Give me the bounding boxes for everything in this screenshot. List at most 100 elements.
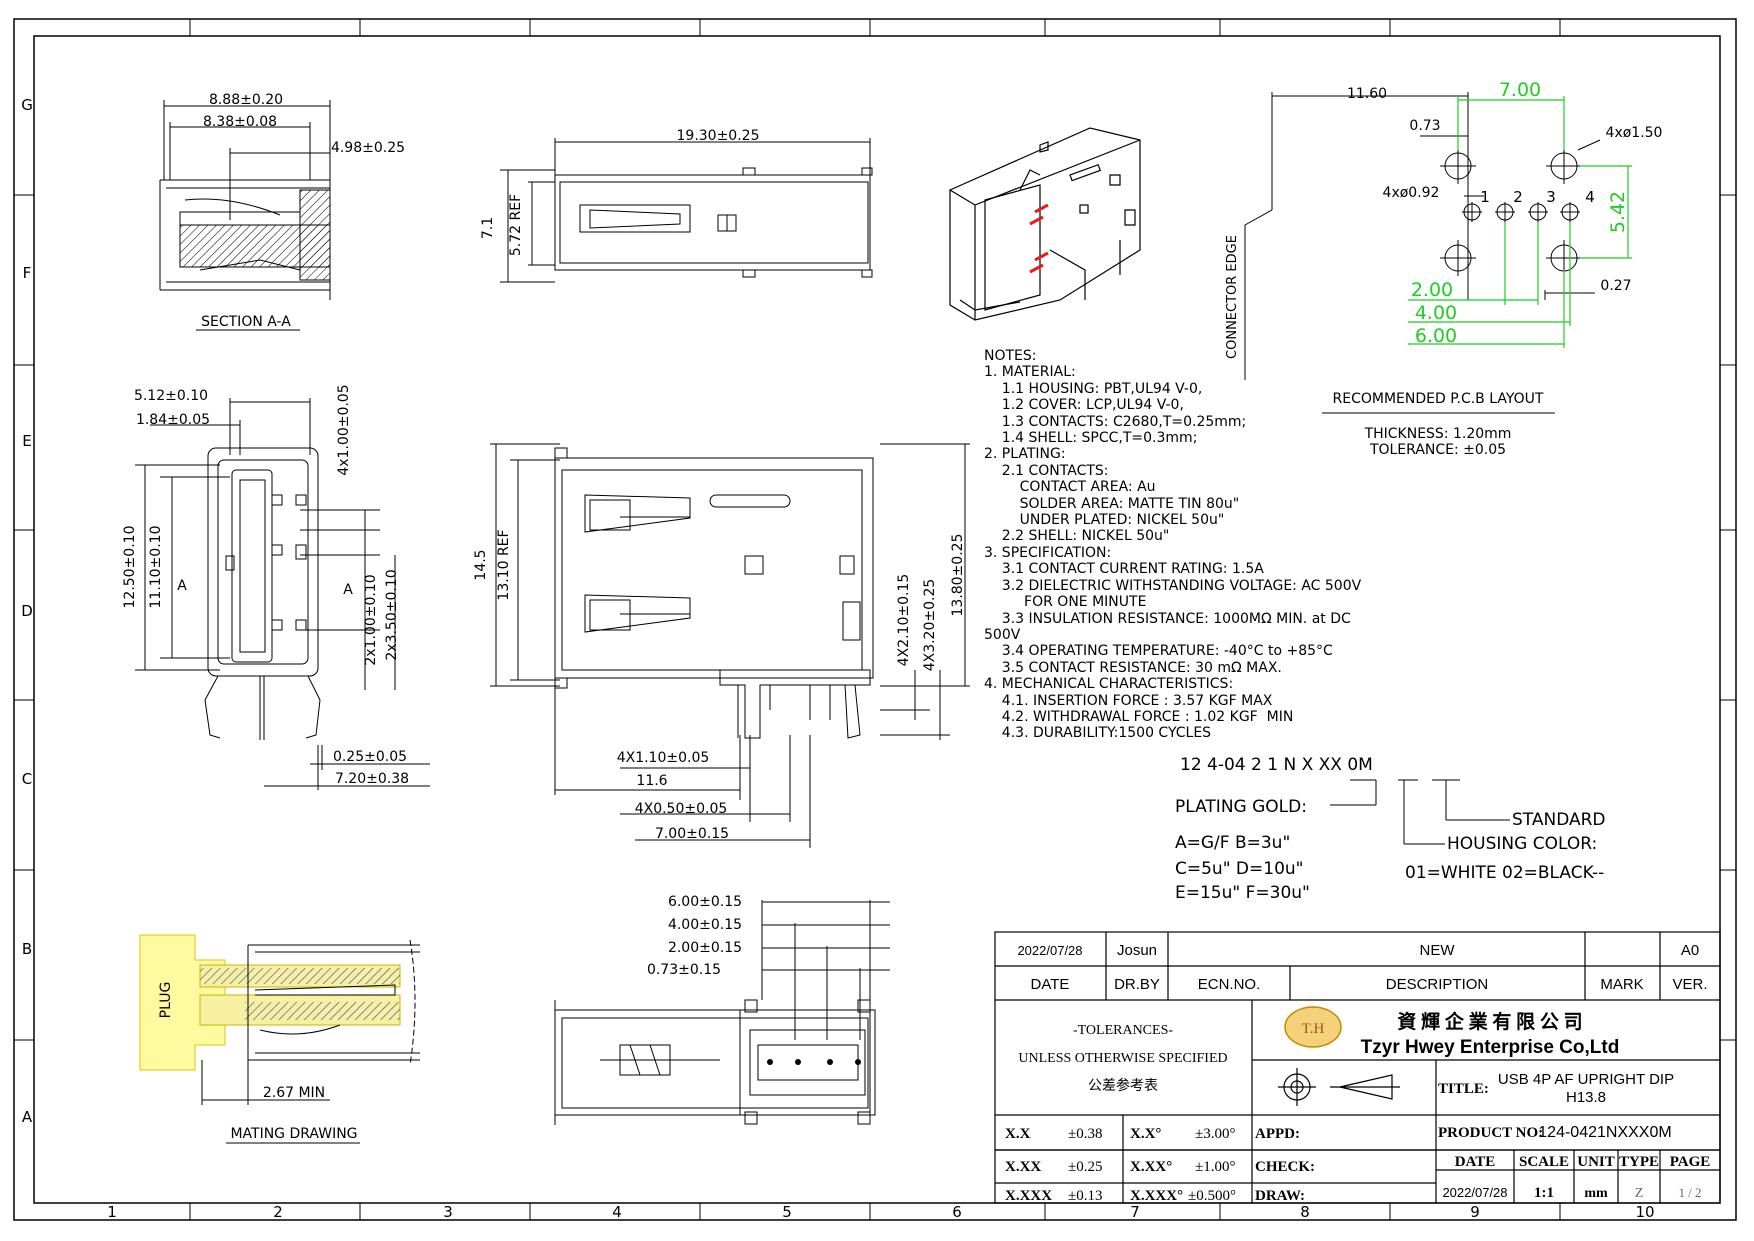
front-dim-2x100: 2x1.00±0.10 — [363, 574, 379, 665]
grid-col-label: 4 — [612, 1203, 622, 1221]
note-line: 3.4 OPERATING TEMPERATURE: -40°C to +85°… — [984, 643, 1333, 660]
pcb-dim-400: 4.00 — [1415, 302, 1457, 324]
standard-label: STANDARD — [1512, 810, 1606, 830]
pcb-dim-200: 2.00 — [1411, 279, 1453, 301]
pcb-dim-073: 0.73 — [1409, 118, 1440, 134]
tol-r1-a: X.X — [1005, 1126, 1031, 1142]
isometric-view — [949, 127, 1141, 321]
pcb-dim-027: 0.27 — [1600, 278, 1631, 294]
tb-h-desc: DESCRIPTION — [1386, 976, 1489, 993]
grid-col-label: 3 — [443, 1203, 453, 1221]
tol-r3-a: X.XXX — [1005, 1188, 1052, 1204]
note-line: 2. PLATING: — [984, 446, 1066, 463]
note-line: 4.3. DURABILITY:1500 CYCLES — [984, 725, 1212, 742]
pcb-tolerance: TOLERANCE: ±0.05 — [1369, 442, 1506, 458]
tol-r3-d: ±0.500° — [1188, 1188, 1236, 1204]
side-w-700: 7.00±0.15 — [655, 826, 729, 842]
tb-ver-value: A0 — [1681, 942, 1699, 959]
tb-v-unit: mm — [1584, 1186, 1608, 1201]
tol-r2-a: X.XX — [1005, 1159, 1041, 1175]
pcb-hole-small: 4xø0.92 — [1383, 185, 1440, 201]
note-line: CONTACT AREA: Au — [984, 479, 1156, 496]
note-line: 1.4 SHELL: SPCC,T=0.3mm; — [984, 430, 1198, 447]
pcb-dim-1160: 11.60 — [1347, 86, 1387, 102]
tb-tol-1: -TOLERANCES- — [1073, 1023, 1173, 1038]
tb-h-drby: DR.BY — [1114, 976, 1160, 993]
housing-color-label: HOUSING COLOR: — [1447, 834, 1597, 854]
side-h-145: 14.5 — [473, 549, 489, 580]
note-line: 3. SPECIFICATION: — [984, 544, 1112, 561]
bottom-dim-600: 6.00±0.15 — [668, 894, 742, 910]
grid-col-label: 7 — [1130, 1203, 1140, 1221]
logo-text: T.H — [1302, 1021, 1325, 1037]
section-marker-left: A — [177, 578, 187, 594]
tol-r2-d: ±1.00° — [1195, 1159, 1235, 1175]
front-dim-025: 0.25±0.05 — [333, 749, 407, 765]
pcb-dim-542: 5.42 — [1607, 191, 1629, 233]
tb-h-ecn: ECN.NO. — [1198, 976, 1261, 993]
mating-label: MATING DRAWING — [230, 1126, 357, 1142]
section-aa-view — [159, 100, 331, 300]
tb-check: CHECK: — [1255, 1159, 1315, 1175]
note-line: 4. MECHANICAL CHARACTERISTICS: — [984, 676, 1234, 693]
tb-title-label: TITLE: — [1438, 1081, 1489, 1097]
projection-symbol — [1278, 1068, 1400, 1106]
note-line: NOTES: — [984, 348, 1037, 364]
tol-r1-d: ±3.00° — [1195, 1126, 1235, 1142]
note-line: 4.1. INSERTION FORCE : 3.57 KGF MAX — [984, 692, 1273, 709]
grid-row-label: F — [23, 264, 32, 282]
pin-3: 3 — [1546, 188, 1556, 206]
front-dim-1110: 11.10±0.10 — [148, 526, 164, 609]
bottom-dim-200: 2.00±0.15 — [668, 940, 742, 956]
tb-date: 2022/07/28 — [1017, 943, 1082, 958]
grid-row-label: A — [22, 1108, 33, 1126]
tol-r2-b: ±0.25 — [1068, 1159, 1102, 1175]
pcb-hole-big: 4xø1.50 — [1606, 125, 1663, 141]
note-line: 1.2 COVER: LCP,UL94 V-0, — [984, 397, 1184, 414]
side-view — [490, 443, 970, 848]
pin-4: 4 — [1585, 188, 1595, 206]
tb-tol-2: UNLESS OTHERWISE SPECIFIED — [1018, 1051, 1227, 1066]
tb-appd: APPD: — [1255, 1126, 1300, 1142]
note-line: 2.1 CONTACTS: — [984, 462, 1109, 479]
company-en: Tzyr Hwey Enterprise Co,Ltd — [1361, 1037, 1620, 1058]
tb-product-label: PRODUCT NO: — [1438, 1125, 1543, 1141]
plating-options-2: C=5u" D=10u" — [1175, 859, 1304, 879]
tb-product-no: 124-0421NXXX0M — [1538, 1124, 1671, 1141]
tb-h-ver: VER. — [1672, 976, 1707, 993]
tb-title-2: H13.8 — [1566, 1089, 1606, 1106]
tol-r3-b: ±0.13 — [1068, 1188, 1102, 1204]
side-top-width: 19.30±0.25 — [677, 128, 760, 144]
side-h-4x320: 4X3.20±0.25 — [922, 579, 938, 672]
side-w-116: 11.6 — [636, 773, 667, 789]
pcb-dim-600: 6.00 — [1415, 325, 1457, 347]
pcb-layout — [1244, 92, 1601, 380]
tol-r3-c: X.XXX° — [1130, 1188, 1183, 1204]
plating-gold-label: PLATING GOLD: — [1175, 797, 1307, 817]
tb-h-mark: MARK — [1600, 976, 1643, 993]
tb-draw: DRAW: — [1255, 1188, 1305, 1204]
bottom-dim-073: 0.73±0.15 — [647, 962, 721, 978]
side-h-1380: 13.80±0.25 — [950, 534, 966, 617]
side-w-4x050: 4X0.50±0.05 — [635, 801, 728, 817]
mating-drawing — [139, 934, 420, 1105]
title-block — [994, 931, 1721, 1204]
tb-tol-3: 公差参考表 — [1088, 1077, 1158, 1094]
front-dim-2x350: 2x3.50±0.10 — [384, 569, 400, 660]
inner-border — [33, 35, 1721, 1204]
tol-r1-b: ±0.38 — [1068, 1126, 1102, 1142]
company-cn: 資 輝 企 業 有 限 公 司 — [1397, 1010, 1582, 1033]
pcb-green-dims — [1408, 96, 1632, 348]
grid-col-label: 9 — [1470, 1203, 1480, 1221]
note-line: 1.1 HOUSING: PBT,UL94 V-0, — [984, 380, 1203, 397]
side-h-1310: 13.10 REF — [496, 529, 512, 600]
pcb-dim-700: 7.00 — [1499, 79, 1541, 101]
part-code: 12 4-04 2 1 N X XX 0M — [1180, 755, 1373, 775]
tb-v-date: 2022/07/28 — [1442, 1185, 1507, 1200]
grid-col-label: 8 — [1300, 1203, 1310, 1221]
company-logo: T.H — [1284, 1006, 1342, 1048]
front-view — [135, 398, 430, 790]
part-code-lines — [1330, 779, 1510, 845]
side-top-h2: 5.72 REF — [508, 194, 524, 256]
